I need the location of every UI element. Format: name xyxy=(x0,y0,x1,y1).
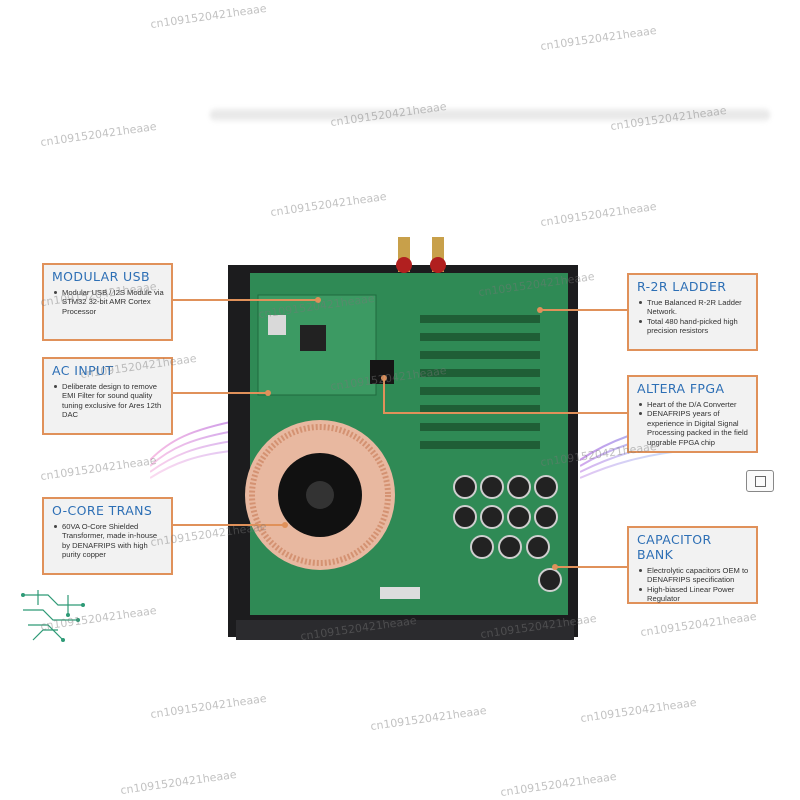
callout-r2r-ladder: R-2R LADDER True Balanced R-2R Ladder Ne… xyxy=(627,273,758,351)
callout-bullet: Electrolytic capacitors OEM to DENAFRIPS… xyxy=(639,566,749,585)
callout-title: CAPACITOR BANK xyxy=(637,532,712,562)
callout-title: AC INPUT xyxy=(52,363,114,378)
callout-bullet: Total 480 hand-picked high precision res… xyxy=(639,317,750,336)
top-cover-shadow xyxy=(210,108,770,122)
dac-internal-view xyxy=(228,237,578,640)
callout-ac-input: AC INPUT Deliberate design to remove EMI… xyxy=(42,357,173,435)
callout-title: O-CORE TRANS xyxy=(52,503,153,518)
chip-icon xyxy=(746,470,774,492)
circuit-decoration xyxy=(21,590,85,642)
callout-bullet: True Balanced R-2R Ladder Network. xyxy=(639,298,750,317)
callout-bullet: Deliberate design to remove EMI Filter f… xyxy=(54,382,165,420)
callout-title: MODULAR USB xyxy=(52,269,150,284)
callout-bullet: Heart of the D/A Converter xyxy=(639,400,750,409)
callout-altera-fpga: ALTERA FPGA Heart of the D/A Converter D… xyxy=(627,375,758,453)
callout-title: R-2R LADDER xyxy=(637,279,727,294)
callout-title: ALTERA FPGA xyxy=(637,381,725,396)
callout-o-core-trans: O-CORE TRANS 60VA O-Core Shielded Transf… xyxy=(42,497,173,575)
callout-bullet: 60VA O-Core Shielded Transformer, made i… xyxy=(54,522,165,560)
callout-bullet: Modular USB / I2S Module via STM32 32-bi… xyxy=(54,288,164,316)
callout-capacitor-bank: CAPACITOR BANK Electrolytic capacitors O… xyxy=(627,526,758,604)
left-swoosh-decoration xyxy=(150,419,240,479)
callout-bullet: High-biased Linear Power Regulator xyxy=(639,585,750,604)
callout-modular-usb: MODULAR USB Modular USB / I2S Module via… xyxy=(42,263,173,341)
callout-bullet: DENAFRIPS years of experience in Digital… xyxy=(639,409,750,447)
